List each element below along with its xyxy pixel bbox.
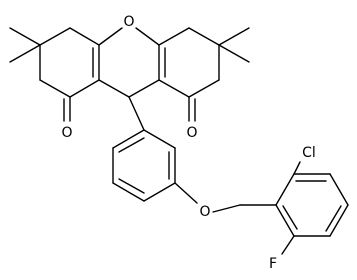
bond <box>143 182 176 202</box>
bond <box>188 27 220 46</box>
bond <box>275 173 295 206</box>
bond <box>128 96 145 131</box>
bond <box>118 137 145 153</box>
bond <box>112 129 145 149</box>
bond <box>143 129 176 149</box>
bond <box>293 161 301 175</box>
bond <box>98 27 123 46</box>
chlorine-label: Cl <box>302 145 316 161</box>
bond <box>98 79 130 98</box>
bond <box>281 235 295 255</box>
bond <box>158 79 190 98</box>
bond <box>218 44 250 63</box>
bond <box>39 79 71 98</box>
bond <box>174 182 198 204</box>
bond <box>135 27 160 46</box>
bond <box>218 27 250 46</box>
bond <box>275 204 295 237</box>
bond <box>9 27 41 46</box>
bond <box>212 204 241 213</box>
bond <box>329 204 349 237</box>
atom-labels: O O O O Cl F <box>61 14 315 272</box>
ring-oxygen-label: O <box>123 14 134 30</box>
bonds <box>9 27 349 255</box>
bond <box>158 27 190 46</box>
bond <box>128 79 160 98</box>
bond <box>118 178 145 194</box>
bond <box>69 27 100 46</box>
bond <box>282 205 298 230</box>
fluorine-label: F <box>269 256 277 272</box>
bond <box>39 27 71 46</box>
bond <box>112 182 145 202</box>
ketone-oxygen-right-label: O <box>186 125 197 141</box>
ether-oxygen-label: O <box>199 204 210 220</box>
bond <box>9 44 41 63</box>
bond <box>69 79 100 98</box>
bond <box>325 205 342 232</box>
bond <box>188 79 220 98</box>
ketone-oxygen-left-label: O <box>61 125 72 141</box>
bond <box>329 173 349 206</box>
